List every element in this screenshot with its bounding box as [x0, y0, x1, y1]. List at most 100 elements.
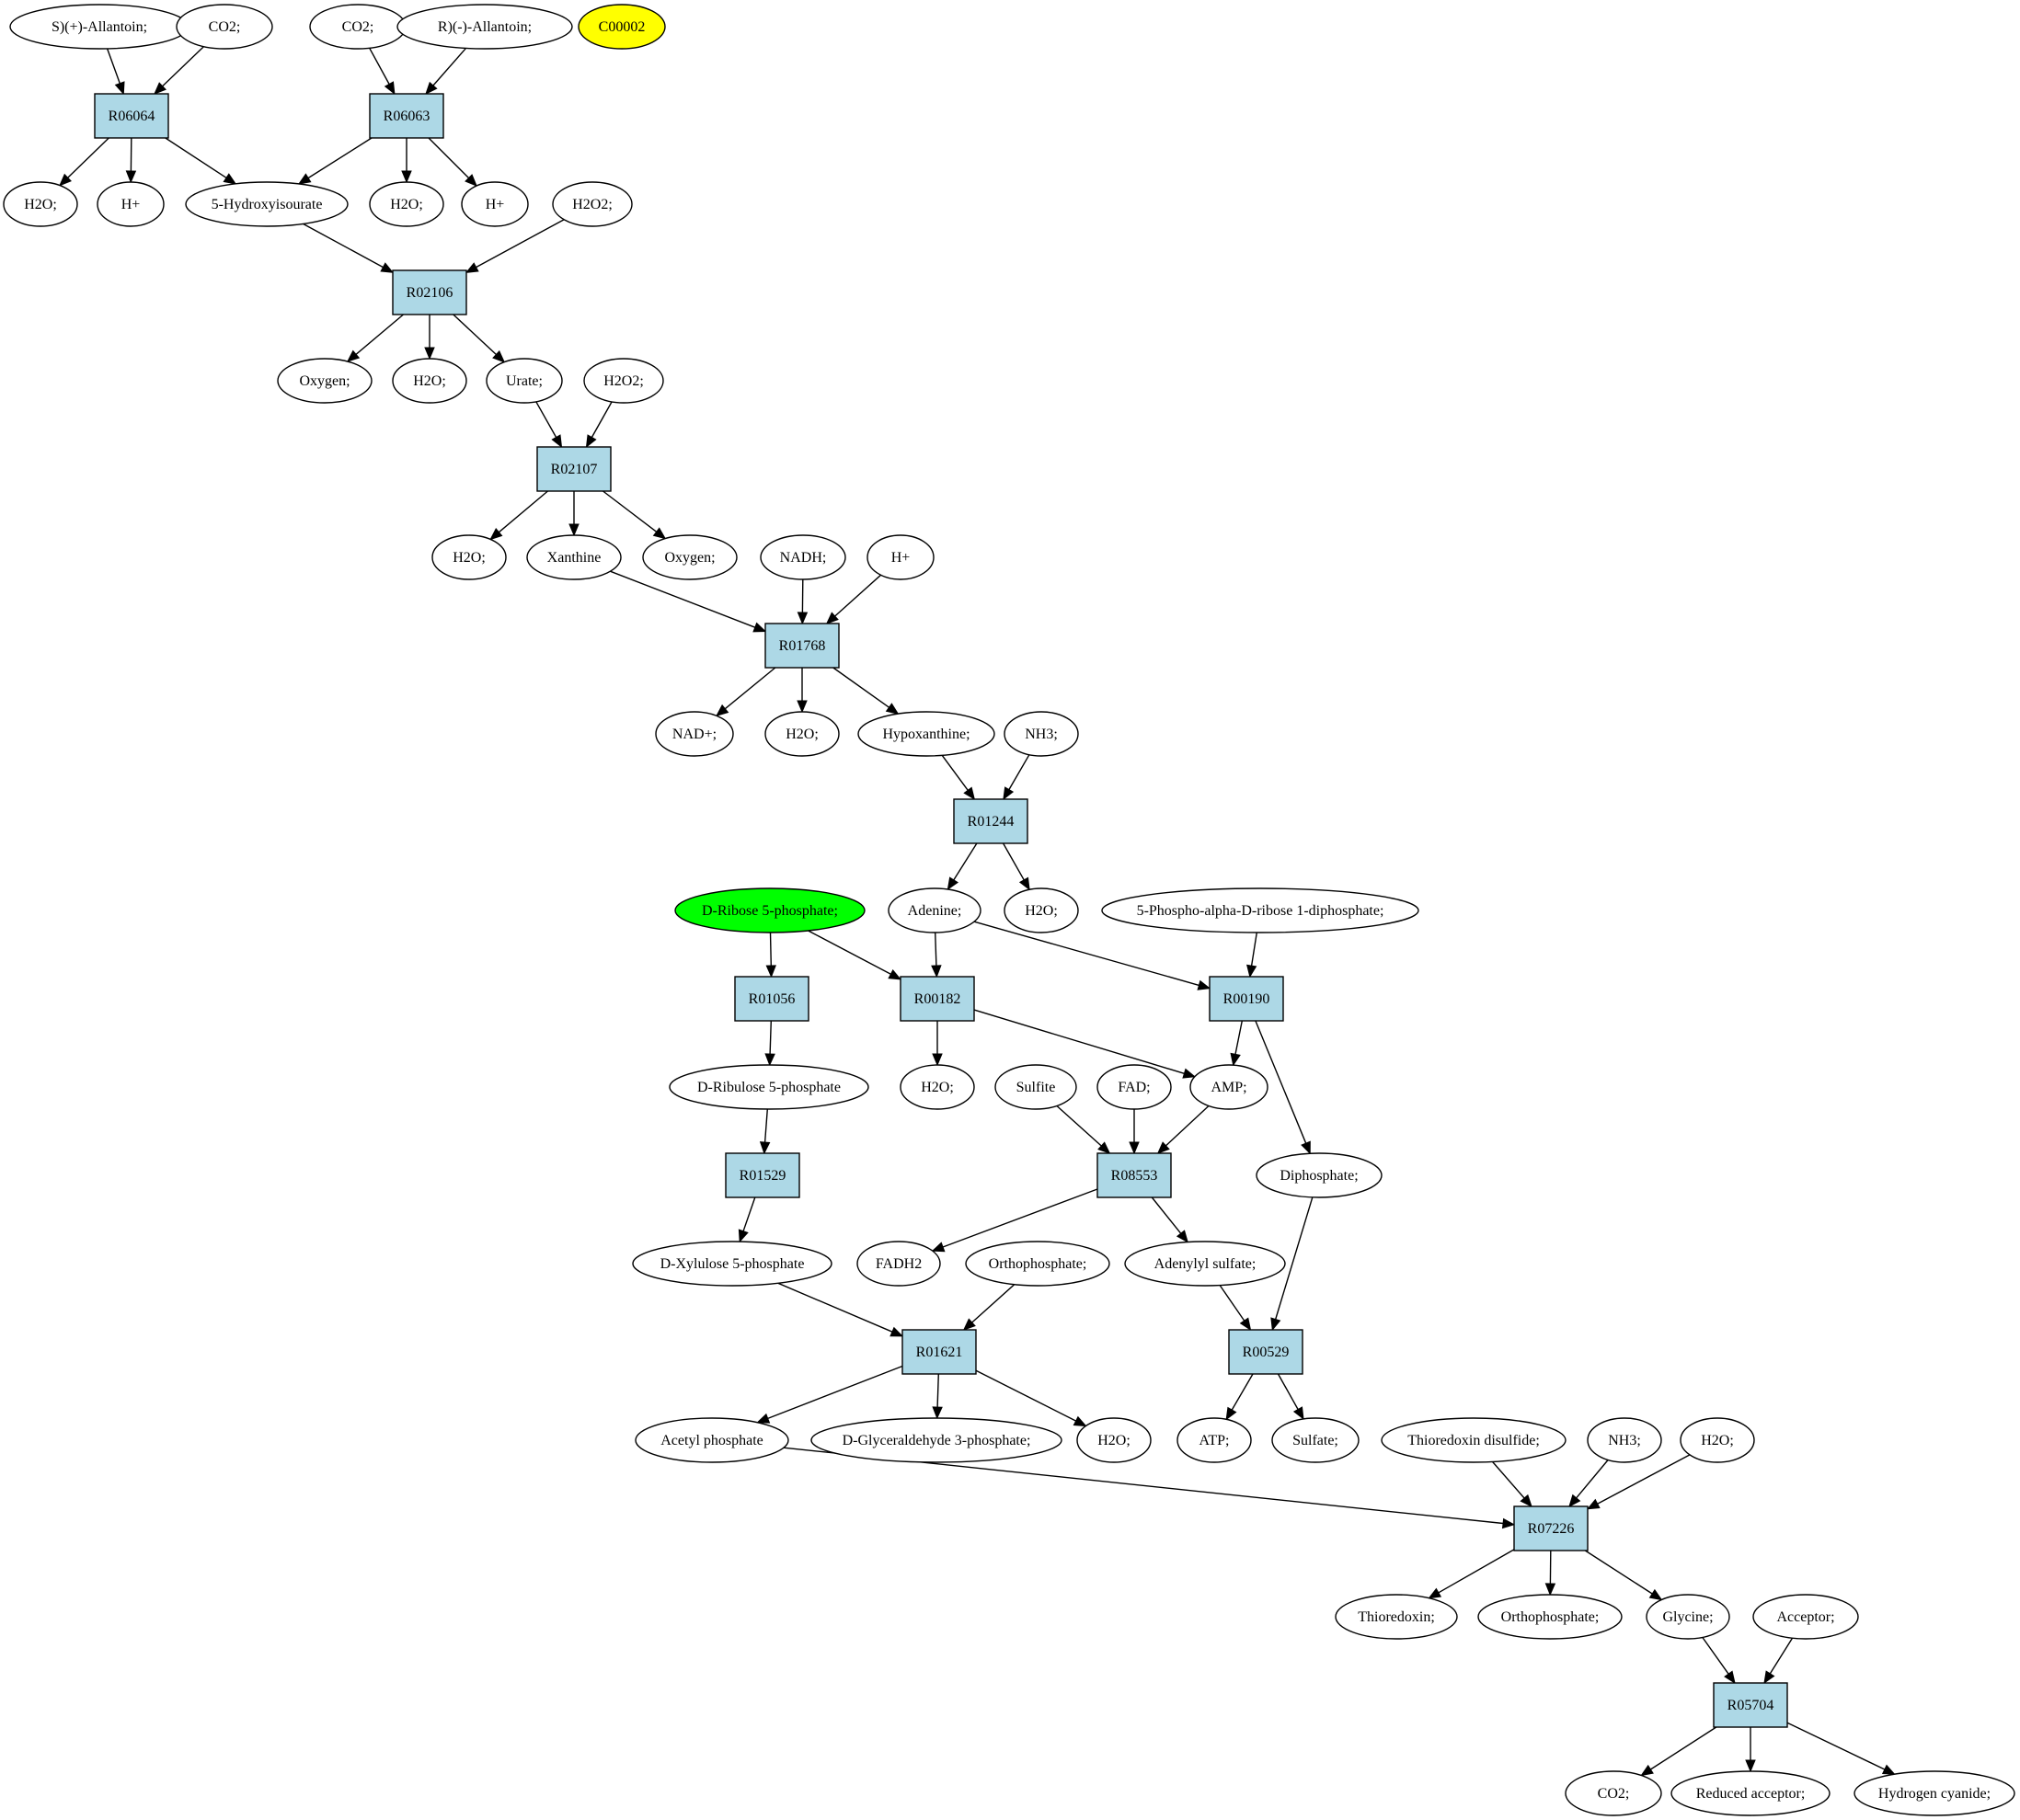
compound-node-c_ribulose5p[interactable]: D-Ribulose 5-phosphate	[669, 1064, 869, 1110]
compound-node-c_h2o_5[interactable]: H2O;	[764, 711, 840, 757]
reaction-node-r_R00190[interactable]: R00190	[1209, 976, 1284, 1022]
compound-node-c_orthophosphate_1[interactable]: Orthophosphate;	[965, 1241, 1110, 1287]
reaction-node-r_R07226[interactable]: R07226	[1513, 1505, 1589, 1551]
reaction-node-r_R06064[interactable]: R06064	[94, 93, 169, 139]
reaction-box	[1713, 1682, 1788, 1728]
compound-node-c_nadh[interactable]: NADH;	[760, 534, 846, 580]
compound-node-c_amp[interactable]: AMP;	[1189, 1064, 1268, 1110]
edge-c_allantoin_r-to-r_R06063	[425, 47, 467, 95]
compound-node-c_c00002[interactable]: C00002	[578, 4, 666, 50]
compound-node-c_fad[interactable]: FAD;	[1096, 1064, 1172, 1110]
edge-line	[476, 219, 565, 269]
reaction-node-r_R01529[interactable]: R01529	[725, 1152, 800, 1198]
arrowhead	[1018, 876, 1030, 891]
node-label: R01621	[916, 1345, 963, 1360]
edge-line	[1576, 1459, 1609, 1499]
arrowhead	[797, 612, 809, 625]
reaction-node-r_R01244[interactable]: R01244	[953, 798, 1028, 844]
reaction-node-r_R08553[interactable]: R08553	[1096, 1152, 1172, 1198]
compound-node-c_h2o_1[interactable]: H2O;	[3, 181, 78, 227]
compound-node-c_xanthine[interactable]: Xanthine	[526, 534, 622, 580]
compound-node-c_adenine[interactable]: Adenine;	[888, 887, 981, 933]
edge-r_R05704-to-c_reduced_acceptor	[1745, 1727, 1756, 1773]
compound-ellipse	[1101, 887, 1419, 933]
reaction-node-r_R05704[interactable]: R05704	[1713, 1682, 1788, 1728]
compound-node-c_h2o2_1[interactable]: H2O2;	[552, 181, 633, 227]
compound-node-c_h2o2_2[interactable]: H2O2;	[583, 358, 664, 404]
arrowhead	[1301, 1140, 1311, 1155]
reaction-node-r_R01621[interactable]: R01621	[901, 1329, 977, 1375]
edge-c_co2_1-to-r_R06064	[154, 46, 204, 95]
reaction-node-r_R01768[interactable]: R01768	[764, 623, 840, 669]
edge-line	[808, 930, 891, 975]
compound-node-c_glyceraldehyde3p[interactable]: D-Glyceraldehyde 3-phosphate;	[810, 1417, 1062, 1463]
compound-node-c_thioredoxin_disulfide[interactable]: Thioredoxin disulfide;	[1381, 1417, 1567, 1463]
compound-node-c_nh3_2[interactable]: NH3;	[1587, 1417, 1662, 1463]
compound-node-c_oxygen_2[interactable]: Oxygen;	[642, 534, 738, 580]
reaction-box	[953, 798, 1028, 844]
compound-ellipse	[526, 534, 622, 580]
compound-node-c_co2_1[interactable]: CO2;	[176, 4, 273, 50]
edge-c_h2o2_1-to-r_R02106	[465, 219, 565, 273]
compound-node-c_fadh2[interactable]: FADH2	[856, 1241, 941, 1287]
compound-node-c_hydrogen_cyanide[interactable]: Hydrogen cyanide;	[1854, 1770, 2015, 1816]
compound-node-c_oxygen_1[interactable]: Oxygen;	[277, 358, 373, 404]
edge-line	[936, 1373, 939, 1408]
edge-r_R01529-to-c_xylulose5p	[738, 1196, 756, 1243]
arrowhead	[932, 1406, 943, 1420]
compound-node-c_adenylylsulfate[interactable]: Adenylyl sulfate;	[1124, 1241, 1286, 1287]
compound-node-c_h2o_3[interactable]: H2O;	[392, 358, 467, 404]
compound-node-c_hplus_1[interactable]: H+	[97, 181, 165, 227]
reaction-node-r_R02106[interactable]: R02106	[392, 269, 467, 315]
compound-node-c_sulfite[interactable]: Sulfite	[994, 1064, 1077, 1110]
compound-node-c_ribose5p[interactable]: D-Ribose 5-phosphate;	[674, 887, 866, 933]
compound-ellipse	[277, 358, 373, 404]
compound-node-c_co2_2[interactable]: CO2;	[309, 4, 407, 50]
compound-node-c_diphosphate[interactable]: Diphosphate;	[1256, 1152, 1383, 1198]
compound-ellipse	[486, 358, 563, 404]
node-label: R05704	[1727, 1698, 1774, 1713]
compound-node-c_hydroxyisourate[interactable]: 5-Hydroxyisourate	[185, 181, 349, 227]
compound-node-c_h2o_7[interactable]: H2O;	[900, 1064, 975, 1110]
compound-node-c_sulfate[interactable]: Sulfate;	[1271, 1417, 1360, 1463]
compound-node-c_h2o_9[interactable]: H2O;	[1680, 1417, 1755, 1463]
compound-node-c_acceptor[interactable]: Acceptor;	[1752, 1594, 1859, 1640]
compound-node-c_h2o_8[interactable]: H2O;	[1076, 1417, 1152, 1463]
node-label: H+	[121, 197, 141, 212]
reaction-node-r_R00529[interactable]: R00529	[1228, 1329, 1303, 1375]
node-label: S)(+)-Allantoin;	[52, 19, 147, 35]
node-label: Thioredoxin;	[1358, 1609, 1435, 1625]
compound-node-c_nh3_1[interactable]: NH3;	[1004, 711, 1079, 757]
compound-node-c_h2o_6[interactable]: H2O;	[1004, 887, 1079, 933]
compound-node-c_allantoin_r[interactable]: R)(-)-Allantoin;	[396, 4, 573, 50]
compound-node-c_prpp[interactable]: 5-Phospho-alpha-D-ribose 1-diphosphate;	[1101, 887, 1419, 933]
compound-node-c_glycine[interactable]: Glycine;	[1646, 1594, 1730, 1640]
compound-ellipse	[867, 534, 935, 580]
node-label: H2O;	[1701, 1433, 1734, 1448]
compound-node-c_reduced_acceptor[interactable]: Reduced acceptor;	[1670, 1770, 1831, 1816]
compound-node-c_urate[interactable]: Urate;	[486, 358, 563, 404]
compound-node-c_hplus_2[interactable]: H+	[461, 181, 529, 227]
compound-node-c_hypoxanthine[interactable]: Hypoxanthine;	[857, 711, 995, 757]
compound-node-c_xylulose5p[interactable]: D-Xylulose 5-phosphate	[632, 1241, 832, 1287]
compound-node-c_allantoin_s[interactable]: S)(+)-Allantoin;	[9, 4, 189, 50]
reaction-node-r_R01056[interactable]: R01056	[734, 976, 809, 1022]
compound-node-c_co2_3[interactable]: CO2;	[1565, 1770, 1662, 1816]
compound-ellipse	[1004, 887, 1079, 933]
reaction-node-r_R02107[interactable]: R02107	[536, 446, 612, 492]
arrowhead	[585, 434, 597, 449]
compound-node-c_atp[interactable]: ATP;	[1176, 1417, 1252, 1463]
compound-node-c_acetylphosphate[interactable]: Acetyl phosphate	[635, 1417, 789, 1463]
compound-node-c_nadplus[interactable]: NAD+;	[655, 711, 734, 757]
compound-node-c_h2o_4[interactable]: H2O;	[431, 534, 507, 580]
compound-ellipse	[1256, 1152, 1383, 1198]
compound-node-c_hplus_3[interactable]: H+	[867, 534, 935, 580]
edge-line	[1597, 1454, 1691, 1505]
arrowhead	[1225, 1406, 1237, 1421]
reaction-node-r_R00182[interactable]: R00182	[900, 976, 975, 1022]
compound-node-c_thioredoxin[interactable]: Thioredoxin;	[1335, 1594, 1458, 1640]
compound-node-c_orthophosphate_2[interactable]: Orthophosphate;	[1477, 1594, 1623, 1640]
edge-r_R01244-to-c_adenine	[947, 842, 978, 891]
reaction-node-r_R06063[interactable]: R06063	[369, 93, 444, 139]
compound-node-c_h2o_2[interactable]: H2O;	[369, 181, 444, 227]
